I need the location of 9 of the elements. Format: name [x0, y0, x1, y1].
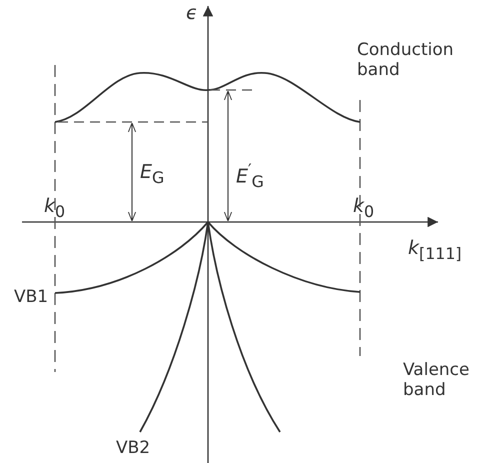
axis-label: ϵ [186, 3, 198, 23]
point-label: k$_{0}$ [44, 196, 66, 222]
curve-label: VB2 [116, 438, 150, 458]
axis-label: k$_{[111]}$ [408, 238, 462, 264]
band-label: Conduction band [357, 40, 455, 80]
point-label: k$_{0}$ [353, 196, 374, 222]
curve-label: VB1 [14, 287, 48, 307]
gap-label: E$_{G}$ [140, 162, 164, 188]
band-label: Valence band [403, 360, 470, 400]
